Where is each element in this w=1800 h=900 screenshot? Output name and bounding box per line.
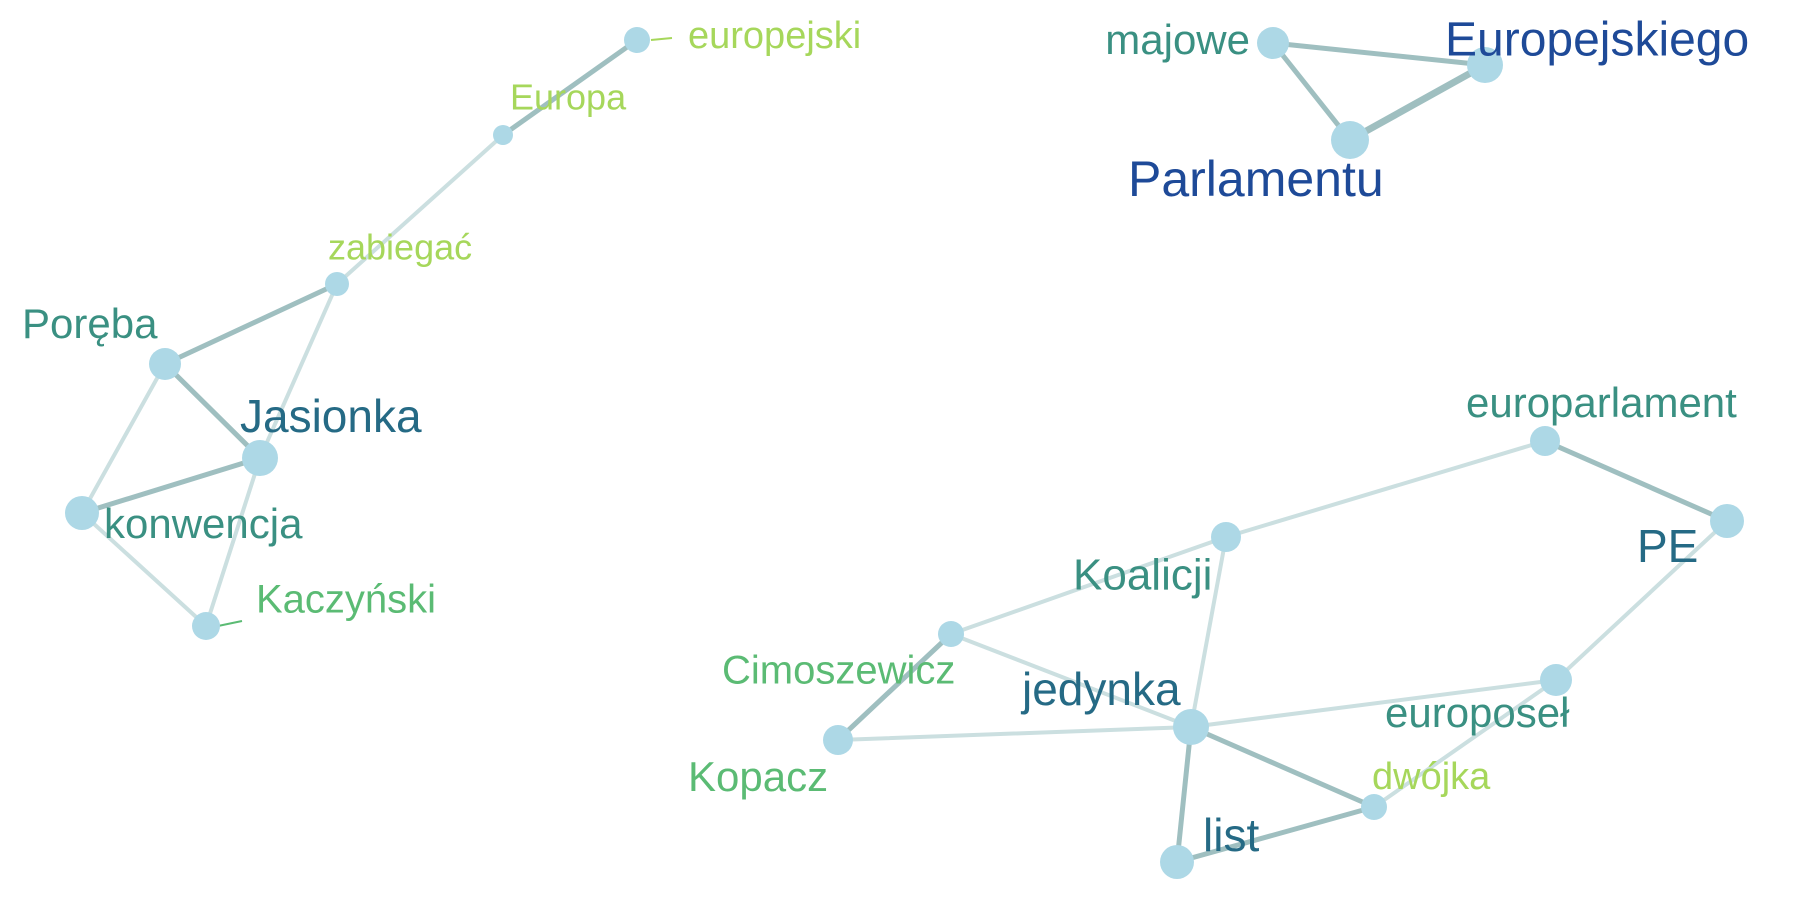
node-list (1160, 845, 1194, 879)
node-label-parlamentu: Parlamentu (1128, 151, 1384, 207)
node-majowe (1257, 27, 1289, 59)
node-label-jedynka: jedynka (1020, 663, 1181, 715)
edge-dwojka-list (1174, 804, 1377, 865)
edge-jasionka-konwencja (79, 455, 263, 516)
edge-cimoszewicz-jedynka (949, 632, 1193, 729)
edge-jedynka-dwojka (1188, 724, 1377, 810)
edge-layer (79, 37, 1730, 865)
node-label-europosel: europoseł (1385, 689, 1570, 736)
edge-europarlament-koalicji (1224, 439, 1547, 539)
node-label-europejski: europejski (688, 15, 861, 57)
edge-jasionka-kaczynski (204, 456, 262, 628)
node-label-konwencja: konwencja (104, 500, 303, 547)
edge-europarlament-pe (1542, 438, 1730, 524)
node-poreba (149, 348, 181, 380)
node-pe (1710, 504, 1744, 538)
edge-majowe-europejskiego (1270, 40, 1488, 68)
node-jasionka (242, 440, 278, 476)
node-kaczynski (192, 612, 220, 640)
edge-jedynka-list (1174, 724, 1194, 865)
edge-europosel-dwojka (1372, 678, 1558, 809)
node-label-europejskiego: Europejskiego (1445, 14, 1749, 67)
edge-poreba-konwencja (80, 362, 167, 515)
edge-europejskiego-parlamentu (1346, 61, 1489, 144)
edge-koalicji-cimoszewicz (949, 535, 1228, 636)
node-label-zabiegac: zabiegać (328, 227, 472, 268)
node-koalicji (1211, 522, 1241, 552)
node-europosel (1540, 664, 1572, 696)
node-layer (65, 27, 1744, 879)
edge-koalicji-jedynka (1189, 535, 1228, 729)
edge-cimoszewicz-kopacz (835, 631, 954, 743)
edge-zabiegac-poreba (162, 281, 340, 367)
node-europa (493, 125, 513, 145)
node-europejski (624, 27, 650, 53)
node-konwencja (65, 496, 99, 530)
node-cimoszewicz (938, 621, 964, 647)
edge-jedynka-europosel (1189, 678, 1558, 729)
node-parlamentu (1331, 121, 1369, 159)
leader-line-europejski (650, 37, 673, 41)
node-label-koalicji: Koalicji (1073, 551, 1212, 600)
leader-line-kaczynski (217, 620, 243, 627)
node-zabiegac (325, 272, 349, 296)
node-label-kaczynski: Kaczyński (256, 578, 436, 622)
node-label-pe: PE (1637, 520, 1698, 572)
node-label-list: list (1203, 809, 1259, 861)
node-label-dwojka: dwójka (1372, 756, 1491, 798)
node-europarlament (1530, 426, 1560, 456)
edge-poreba-jasionka (162, 361, 263, 461)
node-label-jasionka: Jasionka (240, 390, 422, 442)
node-kopacz (823, 725, 853, 755)
node-jedynka (1173, 709, 1209, 745)
node-dwojka (1361, 794, 1387, 820)
node-label-europa: Europa (510, 77, 627, 118)
edge-konwencja-kaczynski (80, 511, 208, 628)
node-label-cimoszewicz: Cimoszewicz (722, 649, 955, 693)
edge-europa-zabiegac (335, 133, 505, 286)
edge-europejski-europa (500, 37, 640, 138)
edge-zabiegac-jasionka (258, 282, 339, 460)
node-label-majowe: majowe (1105, 16, 1250, 63)
edge-majowe-parlamentu (1270, 40, 1353, 143)
node-label-kopacz: Kopacz (688, 753, 828, 800)
node-label-poreba: Poręba (22, 300, 158, 347)
edge-kopacz-jedynka (836, 725, 1193, 742)
edge-pe-europosel (1554, 519, 1729, 682)
node-label-europarlament: europarlament (1466, 379, 1737, 426)
node-europejskiego (1467, 47, 1503, 83)
